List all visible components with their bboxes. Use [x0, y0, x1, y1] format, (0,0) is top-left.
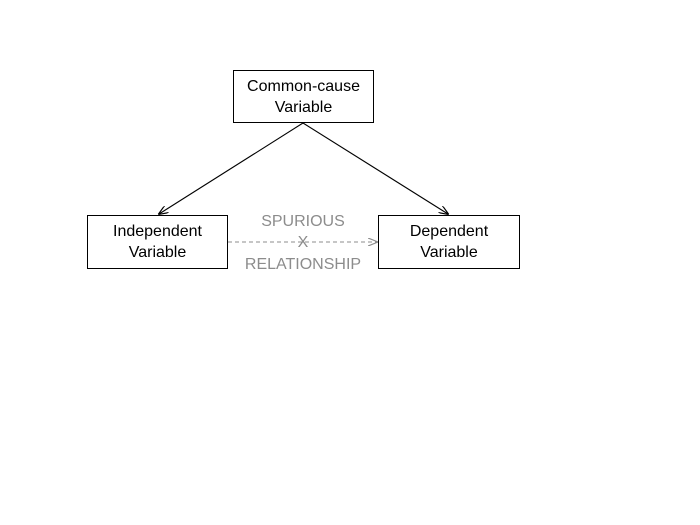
dependent-variable-node: Dependent Variable: [378, 215, 520, 269]
dependent-label-line2: Variable: [420, 244, 478, 261]
independent-label-line2: Variable: [128, 244, 187, 261]
independent-variable-node: Independent Variable: [87, 215, 228, 269]
dependent-label-line1: Dependent: [409, 223, 489, 240]
common-cause-label-line2: Variable: [274, 98, 333, 116]
common-cause-label-line1: Common-cause: [247, 77, 360, 95]
common-cause-variable-node: Common-cause Variable: [233, 70, 374, 123]
edge-common-to-dependent: [302, 122, 448, 214]
independent-label-line1: Independent: [113, 223, 202, 240]
spurious-annotation: SPURIOUS: [261, 213, 345, 230]
relationship-annotation: RELATIONSHIP: [244, 256, 362, 273]
edge-common-to-independent: [159, 122, 304, 214]
cross-mark-annotation: X: [297, 234, 309, 251]
